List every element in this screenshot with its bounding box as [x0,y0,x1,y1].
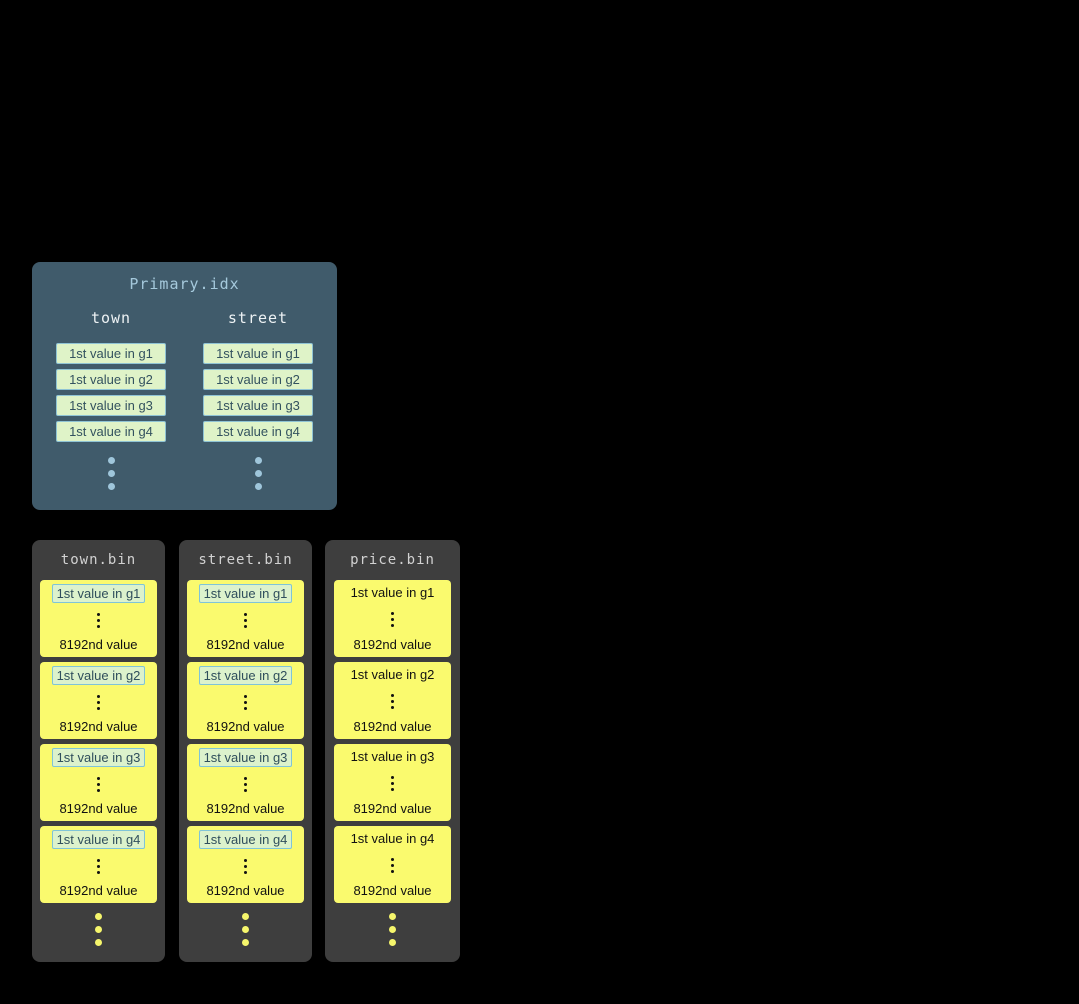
granule-ellipsis-icon [244,776,247,792]
granule-first-value: 1st value in g3 [350,749,435,764]
granule-ellipsis-icon [244,858,247,874]
granule-last-value: 8192nd value [206,719,285,734]
vertical-ellipsis-icon [179,913,312,946]
granule-ellipsis-icon [97,858,100,874]
granule-list: 1st value in g1 8192nd value 1st value i… [179,580,312,903]
granule-ellipsis-icon [244,694,247,710]
bin-file-title: street.bin [198,552,293,568]
granule-ellipsis-icon [244,612,247,628]
bin-panel-street: street.bin 1st value in g1 8192nd value … [179,540,312,962]
granule-first-value: 1st value in g2 [51,666,146,685]
granule-ellipsis-icon [97,612,100,628]
granule-last-value: 8192nd value [206,637,285,652]
vertical-ellipsis-icon [32,913,165,946]
index-entry: 1st value in g3 [203,395,313,416]
granule-ellipsis-icon [391,857,394,873]
granule-block: 1st value in g4 8192nd value [187,826,304,903]
granule-last-value: 8192nd value [206,801,285,816]
granule-ellipsis-icon [391,775,394,791]
granule-first-value: 1st value in g4 [350,831,435,846]
granule-last-value: 8192nd value [353,637,432,652]
granule-block: 1st value in g1 8192nd value [187,580,304,657]
granule-last-value: 8192nd value [206,883,285,898]
index-entry: 1st value in g4 [203,421,313,442]
granule-ellipsis-icon [391,693,394,709]
bin-file-title: town.bin [60,552,137,568]
granule-first-value: 1st value in g2 [350,667,435,682]
granule-first-value: 1st value in g2 [198,666,293,685]
granule-first-value: 1st value in g1 [51,584,146,603]
index-entry: 1st value in g2 [56,369,166,390]
bin-panel-price: price.bin 1st value in g1 8192nd value 1… [325,540,460,962]
vertical-ellipsis-icon [254,457,262,490]
index-entry: 1st value in g1 [56,343,166,364]
granule-first-value: 1st value in g4 [51,830,146,849]
granule-list: 1st value in g1 8192nd value 1st value i… [325,580,460,903]
granule-last-value: 8192nd value [59,801,138,816]
granule-block: 1st value in g3 8192nd value [40,744,157,821]
index-column-town: town 1st value in g1 1st value in g2 1st… [56,309,166,490]
vertical-ellipsis-icon [325,913,460,946]
granule-ellipsis-icon [391,611,394,627]
granule-last-value: 8192nd value [59,719,138,734]
primary-idx-title: Primary.idx [129,275,240,293]
granule-block: 1st value in g3 8192nd value [334,744,451,821]
granule-block: 1st value in g1 8192nd value [334,580,451,657]
bin-panel-town: town.bin 1st value in g1 8192nd value 1s… [32,540,165,962]
index-entry: 1st value in g1 [203,343,313,364]
granule-block: 1st value in g2 8192nd value [187,662,304,739]
granule-block: 1st value in g3 8192nd value [187,744,304,821]
granule-ellipsis-icon [97,694,100,710]
index-column-street: street 1st value in g1 1st value in g2 1… [203,309,313,490]
granule-first-value: 1st value in g4 [198,830,293,849]
granule-ellipsis-icon [97,776,100,792]
primary-idx-columns: town 1st value in g1 1st value in g2 1st… [32,309,337,490]
granule-first-value: 1st value in g3 [198,748,293,767]
index-entry: 1st value in g4 [56,421,166,442]
granule-first-value: 1st value in g3 [51,748,146,767]
granule-last-value: 8192nd value [353,883,432,898]
granule-block: 1st value in g2 8192nd value [334,662,451,739]
index-entry: 1st value in g3 [56,395,166,416]
bin-file-title: price.bin [350,552,435,568]
column-header: street [227,309,289,327]
granule-block: 1st value in g1 8192nd value [40,580,157,657]
primary-idx-panel: Primary.idx town 1st value in g1 1st val… [32,262,337,510]
granule-last-value: 8192nd value [353,719,432,734]
granule-block: 1st value in g2 8192nd value [40,662,157,739]
index-entry: 1st value in g2 [203,369,313,390]
granule-list: 1st value in g1 8192nd value 1st value i… [32,580,165,903]
vertical-ellipsis-icon [107,457,115,490]
granule-first-value: 1st value in g1 [350,585,435,600]
column-header: town [90,309,132,327]
granule-block: 1st value in g4 8192nd value [40,826,157,903]
granule-last-value: 8192nd value [59,883,138,898]
granule-block: 1st value in g4 8192nd value [334,826,451,903]
granule-last-value: 8192nd value [353,801,432,816]
granule-first-value: 1st value in g1 [198,584,293,603]
granule-last-value: 8192nd value [59,637,138,652]
